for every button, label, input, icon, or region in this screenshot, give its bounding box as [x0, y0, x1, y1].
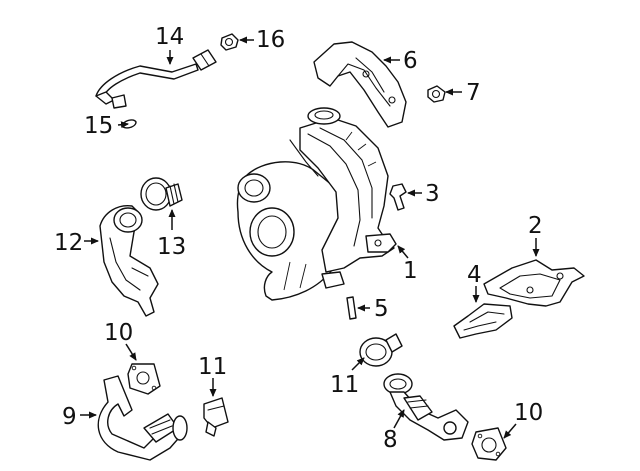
part-5-dowel-pin[interactable]: [346, 296, 357, 320]
part-3-bolt[interactable]: [389, 183, 407, 211]
part-2-bracket[interactable]: [483, 259, 585, 307]
part-10-gasket-left[interactable]: [127, 363, 161, 395]
callout-16: 16: [256, 27, 285, 53]
part-16-fitting[interactable]: [220, 33, 239, 51]
callout-1: 1: [403, 258, 418, 284]
callout-10-right: 10: [514, 400, 543, 426]
callout-4: 4: [467, 262, 482, 288]
callout-10-left: 10: [104, 320, 133, 346]
part-14-oil-feed-tube[interactable]: [95, 49, 217, 109]
callout-9: 9: [62, 404, 77, 430]
callout-8: 8: [383, 427, 398, 453]
callout-6: 6: [403, 48, 418, 74]
part-1-turbocharger[interactable]: [236, 107, 397, 301]
callout-3: 3: [425, 181, 440, 207]
callout-labels: 14 16 15 6 7 3 1 5 2 4 12 13 10 9 11 11 …: [54, 24, 543, 453]
callout-7: 7: [466, 80, 481, 106]
callout-11-right: 11: [330, 372, 359, 398]
callout-12: 12: [54, 230, 83, 256]
part-7-bolt[interactable]: [427, 85, 446, 103]
leader-lines: [80, 36, 540, 439]
callout-2: 2: [528, 213, 543, 239]
part-10-gasket-right[interactable]: [471, 427, 507, 461]
part-13-hose-clamp[interactable]: [140, 177, 183, 211]
part-12-intake-elbow[interactable]: [99, 205, 159, 317]
callout-13: 13: [157, 234, 186, 260]
part-11-clamp-right[interactable]: [359, 333, 403, 367]
callout-15: 15: [84, 113, 113, 139]
callout-5: 5: [374, 296, 389, 322]
part-9-down-pipe[interactable]: [97, 375, 188, 461]
part-4-heat-shield[interactable]: [453, 303, 513, 339]
part-11-clamp-left[interactable]: [203, 397, 229, 437]
callout-14: 14: [155, 24, 184, 50]
part-8-exhaust-pipe[interactable]: [383, 373, 469, 441]
callout-11-left: 11: [198, 354, 227, 380]
